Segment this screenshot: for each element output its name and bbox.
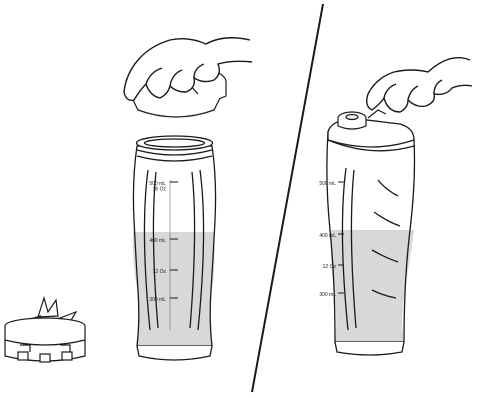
right-panel: 500 mL 400 mL 12 Oz 300 mL bbox=[319, 58, 472, 355]
bottle-icon bbox=[133, 136, 216, 360]
graduation-label: 500 mL bbox=[319, 181, 336, 187]
bottle-icon bbox=[327, 118, 415, 355]
graduation-label: 300 mL bbox=[149, 297, 166, 303]
panel-divider bbox=[252, 4, 323, 392]
graduation-label: 12 Oz bbox=[153, 269, 167, 275]
graduation-label: 400 mL bbox=[319, 233, 336, 239]
graduation-label: 12 Oz bbox=[323, 264, 337, 270]
graduation-label: 400 mL bbox=[149, 238, 166, 244]
blade-assembly-icon bbox=[5, 298, 85, 362]
hand-icon bbox=[367, 58, 472, 112]
graduation-label: 300 mL bbox=[319, 292, 336, 298]
